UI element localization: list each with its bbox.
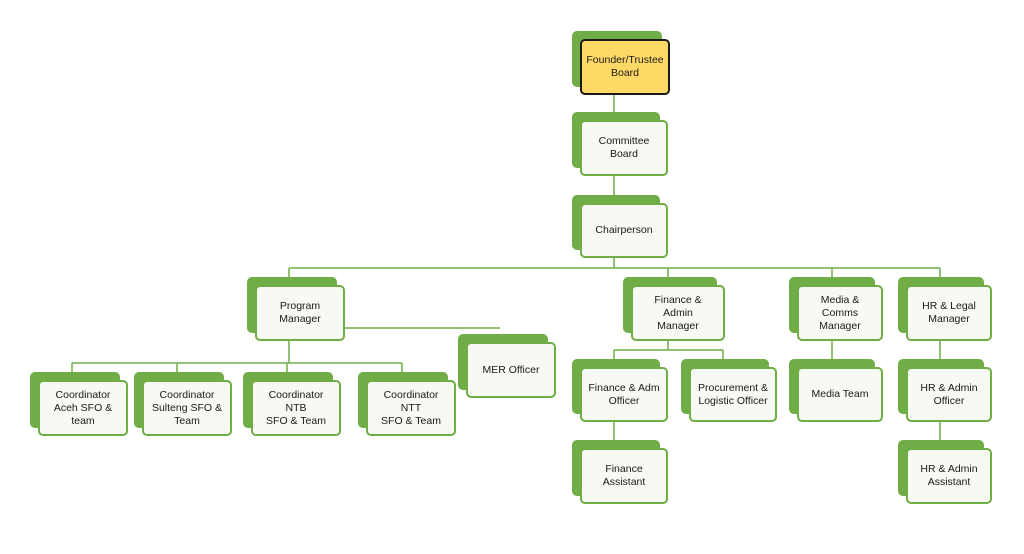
node-label: Coordinator NTB SFO & Team	[266, 388, 326, 427]
node-label: Procurement & Logistic Officer	[697, 381, 769, 407]
hr-legal-manager-node: HR & Legal Manager	[898, 277, 992, 341]
founder-trustee-board-node: Founder/Trustee Board	[572, 31, 670, 95]
finance-adm-officer-node: Finance & Adm Officer	[572, 359, 668, 422]
chairperson-node: Chairperson	[572, 195, 668, 258]
program-manager-node: Program Manager	[247, 277, 345, 341]
node-label: Media & Comms Manager	[819, 293, 861, 332]
node-label: HR & Admin Officer	[920, 381, 978, 407]
node-label: Finance & Adm Officer	[588, 381, 660, 407]
node-label: Founder/Trustee Board	[586, 54, 664, 79]
media-team-node: Media Team	[789, 359, 883, 422]
node-label: Finance Assistant	[602, 463, 646, 488]
coordinator-aceh-node: Coordinator Aceh SFO & team	[30, 372, 128, 436]
node-label: Program Manager	[279, 300, 321, 325]
node-label: Coordinator Aceh SFO & team	[53, 388, 113, 427]
committee-board-node: Committee Board	[572, 112, 668, 176]
coordinator-ntb-node: Coordinator NTB SFO & Team	[243, 372, 341, 436]
node-label: Committee Board	[598, 135, 650, 160]
finance-assistant-node: Finance Assistant	[572, 440, 668, 504]
node-label: Coordinator NTT SFO & Team	[381, 388, 441, 427]
node-label: Finance & Admin Manager	[654, 293, 702, 332]
coordinator-ntt-node: Coordinator NTT SFO & Team	[358, 372, 456, 436]
node-label: HR & Legal Manager	[922, 300, 976, 325]
node-label: Coordinator Sulteng SFO & Team	[151, 388, 223, 427]
node-label: HR & Admin Assistant	[920, 463, 978, 488]
node-label: MER Officer	[482, 363, 540, 376]
coordinator-sulteng-node: Coordinator Sulteng SFO & Team	[134, 372, 232, 436]
node-label: Media Team	[811, 388, 869, 400]
mer-officer-node: MER Officer	[458, 334, 556, 398]
hr-admin-officer-node: HR & Admin Officer	[898, 359, 992, 422]
procurement-logistic-officer-node: Procurement & Logistic Officer	[681, 359, 777, 422]
node-label: Chairperson	[595, 224, 653, 236]
hr-admin-assistant-node: HR & Admin Assistant	[898, 440, 992, 504]
media-comms-manager-node: Media & Comms Manager	[789, 277, 883, 341]
finance-admin-manager-node: Finance & Admin Manager	[623, 277, 725, 341]
